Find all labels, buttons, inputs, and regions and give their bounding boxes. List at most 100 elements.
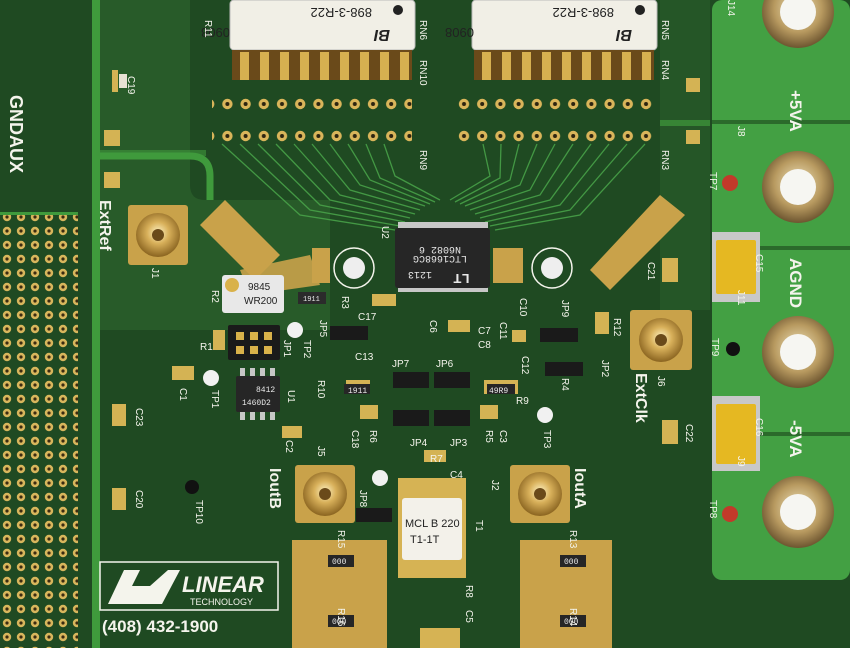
jumper-jp4[interactable]	[393, 410, 429, 426]
logo-subtitle: TECHNOLOGY	[190, 597, 253, 607]
ref-j9: J9	[735, 456, 746, 467]
ref-c10: C10	[517, 298, 528, 317]
resistor-network-rn5: 0908 898-3-R22 BI	[445, 0, 658, 80]
trimmer-r2[interactable]: 9845 WR200	[222, 275, 284, 313]
ref-c17: C17	[358, 312, 377, 323]
ref-jp9: JP9	[559, 300, 570, 318]
test-point-tp1[interactable]	[203, 370, 219, 386]
svg-text:LT: LT	[453, 269, 470, 285]
test-point-tp9[interactable]	[726, 342, 740, 356]
ref-tp2: TP2	[301, 340, 312, 359]
t1-mark-2: T1-1T	[410, 534, 440, 546]
jumper-jp6[interactable]	[434, 372, 470, 388]
ref-c19: C19	[125, 76, 136, 95]
ref-u1: U1	[285, 390, 296, 403]
ref-jp3: JP3	[450, 438, 468, 449]
rn6-part: 898-3-R22	[311, 5, 372, 20]
ref-j11: J11	[735, 290, 746, 306]
ref-c22: C22	[683, 424, 694, 443]
rn6-brand: BI	[373, 26, 390, 43]
ref-jp5: JP5	[317, 320, 328, 338]
t1-mark-1: MCL B 220	[405, 518, 460, 530]
test-point-tp7[interactable]	[722, 175, 738, 191]
test-point-tp2[interactable]	[287, 322, 303, 338]
logo-wordmark: LINEAR	[182, 572, 264, 597]
banana-jack-j14[interactable]	[762, 0, 834, 48]
ref-j1: J1	[149, 268, 160, 279]
ref-c6: C6	[427, 320, 438, 333]
ref-r9: R9	[516, 396, 529, 407]
banana-jack-j8[interactable]	[762, 151, 834, 223]
header-row-rn3	[455, 127, 655, 144]
r9-part-code: 49R9	[489, 387, 508, 396]
sma-connector-j5[interactable]	[295, 465, 355, 523]
ref-tp1: TP1	[209, 390, 220, 409]
linear-technology-logo: LINEAR TECHNOLOGY	[99, 561, 279, 611]
test-point-tp3[interactable]	[537, 407, 553, 423]
r14-code: 000	[564, 618, 579, 627]
extclk-label: ExtClk	[632, 373, 649, 423]
ref-tp3: TP3	[541, 430, 552, 449]
iouta-label: IoutA	[571, 468, 588, 509]
plus5va-label: +5VA	[786, 90, 805, 132]
sma-connector-j1[interactable]	[128, 205, 188, 265]
ref-jp6: JP6	[436, 359, 454, 370]
ref-c18: C18	[349, 430, 360, 449]
ref-r13: R13	[567, 530, 578, 549]
agnd-label: AGND	[786, 258, 805, 308]
ioutb-label: IoutB	[266, 468, 283, 509]
r15-code: 000	[332, 558, 347, 567]
test-point-tp4[interactable]	[372, 470, 388, 486]
ref-r6: R6	[367, 430, 378, 443]
ref-u2: U2	[379, 226, 390, 239]
ref-c3: C3	[497, 430, 508, 443]
ref-j8: J8	[735, 126, 746, 137]
jumper-jp5[interactable]	[330, 326, 368, 340]
jumper-jp1[interactable]	[228, 325, 280, 360]
ref-r8: R8	[463, 585, 474, 598]
ref-c15: C15	[753, 254, 764, 273]
ref-r3: R3	[339, 296, 350, 309]
ref-c7: C7	[478, 326, 491, 337]
ref-j5: J5	[315, 446, 326, 457]
jumper-jp9[interactable]	[540, 328, 578, 342]
u1-mark-2: 1460D2	[242, 399, 271, 408]
header-row-rn10	[212, 95, 412, 112]
sma-connector-j6[interactable]	[630, 310, 692, 370]
ref-jp1: JP1	[281, 340, 292, 358]
ref-rn6: RN6	[417, 20, 428, 40]
ref-c23: C23	[133, 408, 144, 427]
banana-jack-j9[interactable]	[762, 476, 834, 548]
ref-tp8: TP8	[707, 500, 718, 519]
jumper-jp7[interactable]	[393, 372, 429, 388]
ref-c12: C12	[519, 356, 530, 375]
ref-j14: J14	[725, 0, 736, 17]
u2-chip: N6082 6 LTC1668CG 1213 LT	[395, 222, 490, 292]
test-point-tp10[interactable]	[185, 480, 199, 494]
ref-j6: J6	[655, 376, 666, 387]
ref-j2: J2	[489, 480, 500, 491]
ref-r1: R1	[200, 342, 213, 353]
header-row-rn9	[212, 127, 412, 144]
ref-r10: R10	[315, 380, 326, 399]
jumper-jp3[interactable]	[434, 410, 470, 426]
jumper-jp2[interactable]	[545, 362, 583, 376]
ref-jp8: JP8	[357, 490, 368, 508]
ref-r15: R15	[335, 530, 346, 549]
u1-mark-1: 8412	[256, 386, 275, 395]
ref-r2: R2	[209, 290, 220, 303]
test-point-tp8[interactable]	[722, 506, 738, 522]
ref-r11: R11	[202, 20, 213, 38]
ref-c4: C4	[450, 470, 463, 481]
gold-pad-right-1	[590, 195, 685, 290]
rn5-brand: BI	[615, 26, 632, 43]
ref-c21: C21	[645, 262, 656, 281]
banana-jack-j11[interactable]	[762, 316, 834, 388]
header-row-rn4	[455, 95, 655, 112]
transformer-t1: MCL B 220 T1-1T	[398, 478, 466, 578]
ref-jp7: JP7	[392, 359, 410, 370]
sma-connector-j2[interactable]	[510, 465, 570, 523]
jumper-jp8[interactable]	[356, 508, 392, 522]
ref-r12: R12	[611, 318, 622, 337]
